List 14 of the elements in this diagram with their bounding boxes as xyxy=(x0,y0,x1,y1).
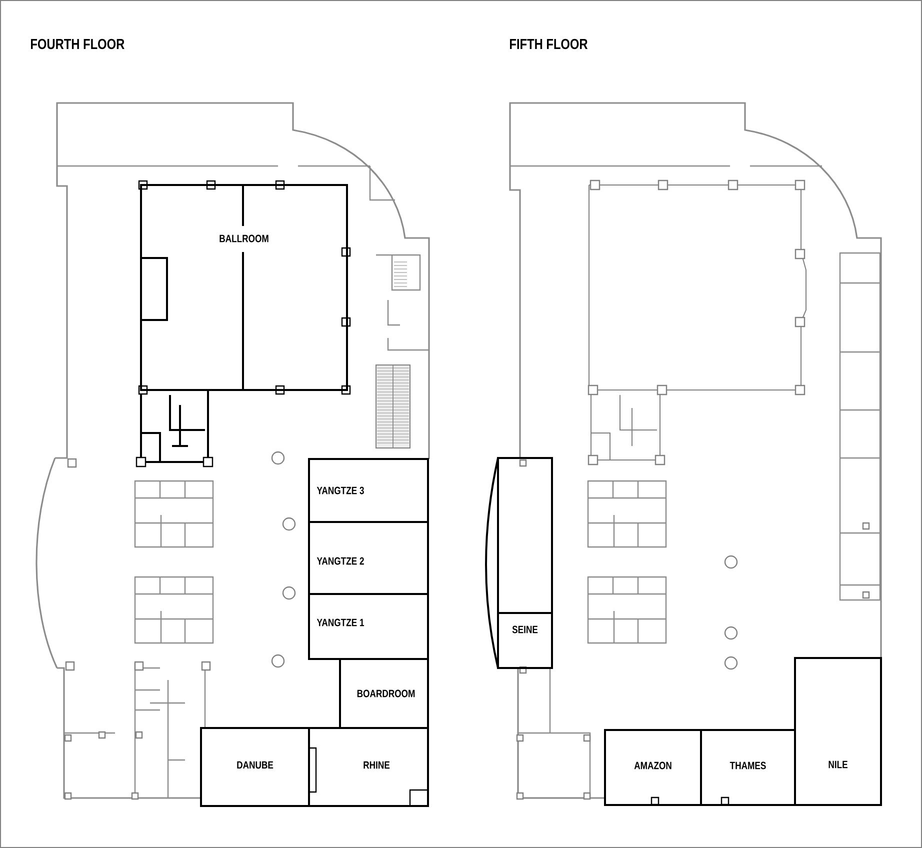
room-box: BOARDROOM xyxy=(339,658,429,729)
room-box: BALLROOM xyxy=(140,184,348,391)
room-box: YANGTZE 2 xyxy=(308,521,429,595)
floor-title: FOURTH FLOOR xyxy=(31,38,124,50)
room-box: DANUBE xyxy=(200,727,310,807)
room-box: THAMES xyxy=(700,729,796,806)
room-box: AMAZON xyxy=(604,729,702,806)
room-box: SEINE xyxy=(497,612,553,669)
room-box: RHINE xyxy=(308,727,429,807)
room-box xyxy=(497,457,553,614)
room-box: YANGTZE 1 xyxy=(308,593,429,660)
room-box: YANGTZE 3 xyxy=(308,458,429,523)
room-box: NILE xyxy=(794,657,882,806)
floor-title: FIFTH FLOOR xyxy=(510,38,588,50)
